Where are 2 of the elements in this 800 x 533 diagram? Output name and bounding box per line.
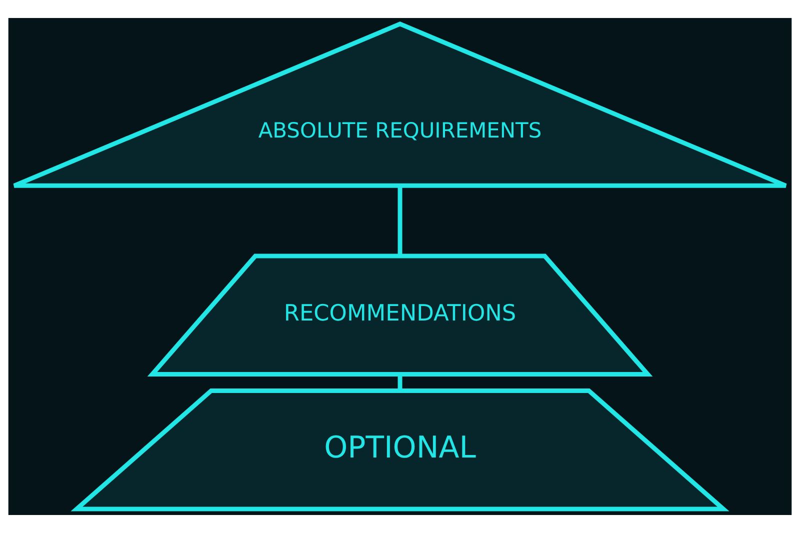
connector: [398, 374, 402, 391]
connector: [398, 186, 402, 256]
